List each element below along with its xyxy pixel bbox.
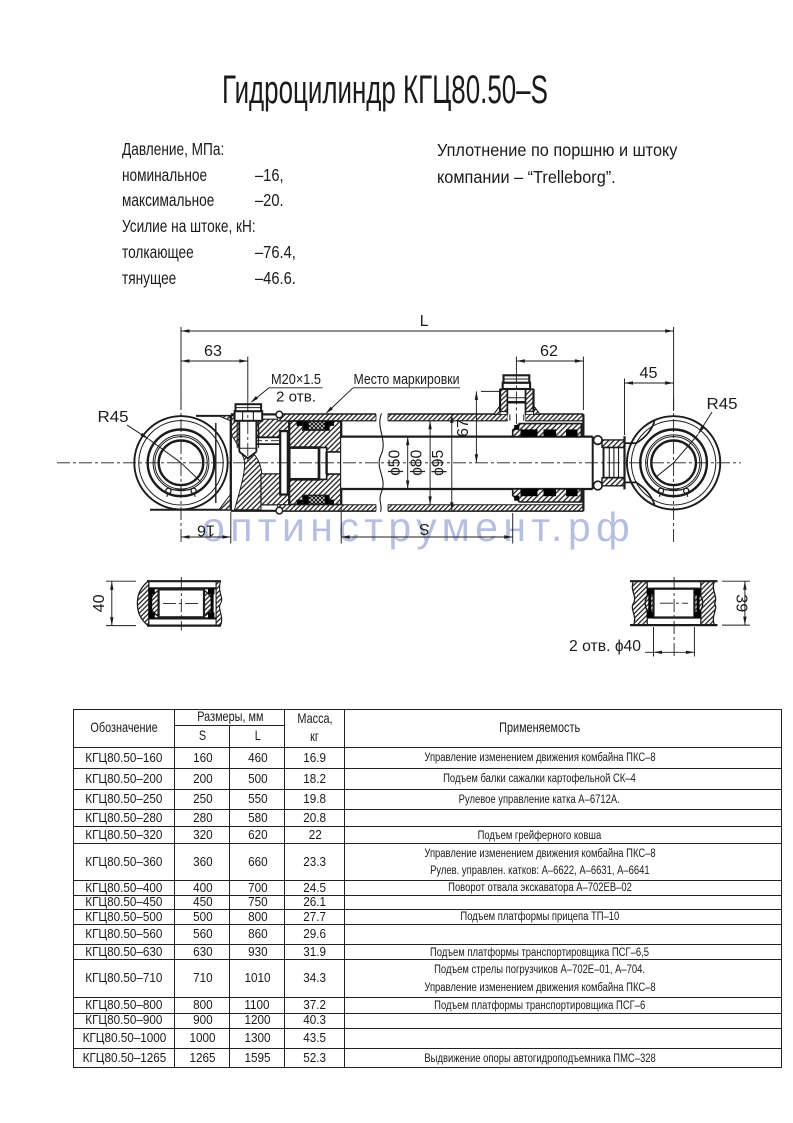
svg-text:67: 67: [455, 419, 472, 437]
svg-text:16: 16: [197, 522, 215, 539]
svg-text:62: 62: [540, 343, 558, 360]
svg-text:ɸ50: ɸ50: [387, 449, 404, 475]
svg-text:M20×1.5: M20×1.5: [271, 371, 321, 388]
svg-text:R45: R45: [98, 409, 129, 426]
svg-text:ɸ80: ɸ80: [409, 449, 426, 475]
svg-text:ɸ95: ɸ95: [430, 450, 447, 476]
svg-text:2 отв. ɸ40: 2 отв. ɸ40: [569, 638, 641, 655]
svg-text:39: 39: [733, 594, 750, 612]
svg-text:Место маркировки: Место маркировки: [354, 372, 460, 388]
svg-text:L: L: [420, 313, 429, 330]
svg-text:63: 63: [204, 343, 222, 360]
svg-text:R45: R45: [707, 396, 738, 413]
svg-text:45: 45: [640, 365, 658, 382]
svg-text:2 отв.: 2 отв.: [276, 389, 316, 406]
svg-text:40: 40: [91, 594, 108, 612]
svg-text:S: S: [419, 520, 429, 537]
